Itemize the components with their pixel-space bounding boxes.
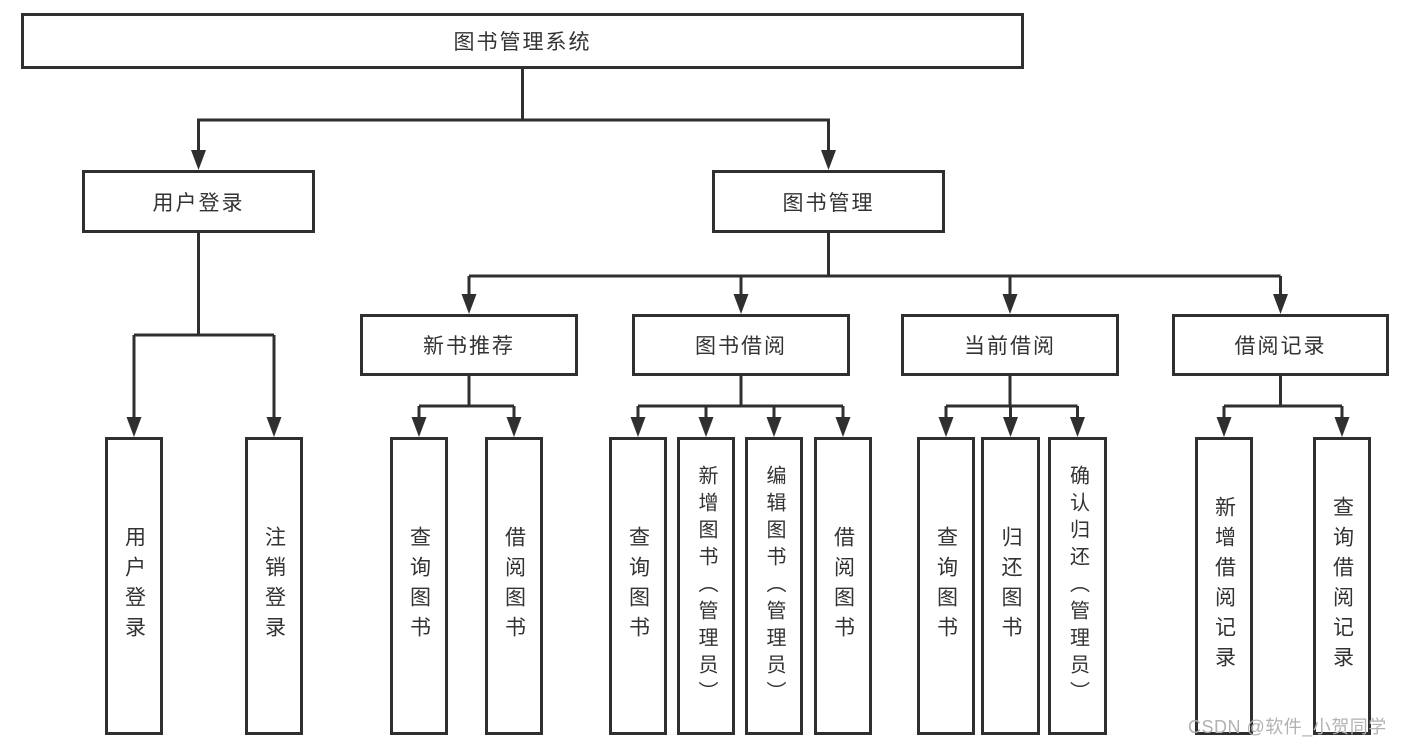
connector-root bbox=[197, 69, 830, 152]
leaf-label: 查询借阅记录 bbox=[1330, 496, 1354, 676]
node-user-login: 用户登录 bbox=[82, 170, 315, 233]
connector-records bbox=[1222, 376, 1344, 419]
root-node-label: 图书管理系统 bbox=[453, 31, 592, 54]
leaf-label: 查询图书 bbox=[934, 526, 958, 646]
node-new-book-recommend: 新书推荐 bbox=[360, 314, 578, 376]
leaf-user-login: 用户登录 bbox=[105, 437, 163, 735]
connector-mgmt bbox=[467, 233, 1282, 296]
node-label: 新书推荐 bbox=[423, 335, 515, 358]
leaf-label: 借阅图书 bbox=[502, 526, 526, 646]
leaf-add-borrow-record: 新增借阅记录 bbox=[1195, 437, 1253, 735]
connector-login bbox=[132, 233, 276, 419]
arrowheads bbox=[126, 150, 1350, 437]
node-label: 借阅记录 bbox=[1234, 335, 1327, 358]
node-borrow-records: 借阅记录 bbox=[1172, 314, 1389, 376]
leaf-add-books-admin: 新增图书（管理员） bbox=[677, 437, 735, 735]
leaf-query-books-2: 查询图书 bbox=[609, 437, 667, 735]
connector-recommend bbox=[417, 376, 516, 419]
leaf-query-books-1: 查询图书 bbox=[390, 437, 448, 735]
root-node: 图书管理系统 bbox=[21, 13, 1024, 69]
node-label: 图书管理 bbox=[782, 191, 875, 215]
node-label: 图书借阅 bbox=[695, 335, 787, 358]
leaf-label: 编辑图书（管理员） bbox=[763, 464, 785, 708]
leaf-label: 借阅图书 bbox=[831, 526, 855, 646]
leaf-confirm-return-admin: 确认归还（管理员） bbox=[1048, 437, 1107, 735]
leaf-label: 注销登录 bbox=[262, 526, 286, 646]
connector-borrow bbox=[636, 376, 845, 419]
leaf-label: 新增图书（管理员） bbox=[695, 464, 717, 708]
leaf-return-books: 归还图书 bbox=[981, 437, 1040, 735]
leaf-label: 用户登录 bbox=[122, 526, 146, 646]
leaf-query-borrow-record: 查询借阅记录 bbox=[1313, 437, 1371, 735]
leaf-label: 确认归还（管理员） bbox=[1066, 464, 1089, 708]
leaf-label: 查询图书 bbox=[626, 526, 650, 646]
leaf-label: 归还图书 bbox=[999, 526, 1022, 646]
node-book-borrow: 图书借阅 bbox=[632, 314, 850, 376]
node-book-management: 图书管理 bbox=[712, 170, 945, 233]
node-current-borrow: 当前借阅 bbox=[901, 314, 1119, 376]
connector-current bbox=[944, 376, 1079, 419]
leaf-logout: 注销登录 bbox=[245, 437, 303, 735]
node-label: 用户登录 bbox=[152, 191, 245, 215]
leaf-query-books-3: 查询图书 bbox=[917, 437, 975, 735]
leaf-label: 新增借阅记录 bbox=[1212, 496, 1236, 676]
watermark: CSDN @软件_小贺同学 bbox=[1188, 717, 1387, 737]
leaf-borrow-books-1: 借阅图书 bbox=[485, 437, 543, 735]
leaf-label: 查询图书 bbox=[407, 526, 431, 646]
leaf-edit-books-admin: 编辑图书（管理员） bbox=[745, 437, 803, 735]
node-label: 当前借阅 bbox=[964, 335, 1056, 358]
leaf-borrow-books-2: 借阅图书 bbox=[814, 437, 872, 735]
